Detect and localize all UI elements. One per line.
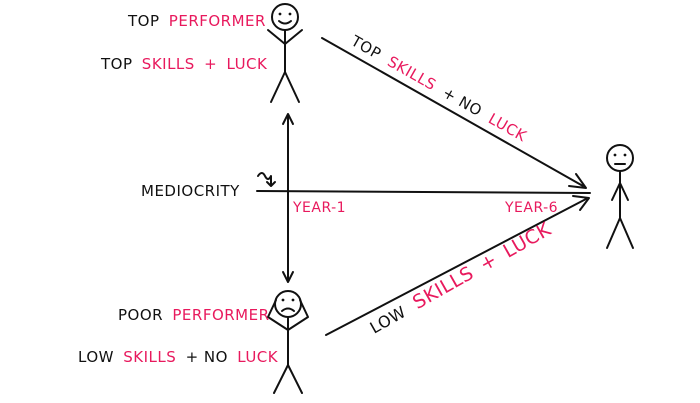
smiling-face-icon [271, 3, 299, 31]
vertical-double-arrow [282, 113, 294, 283]
poor-traits-accent-2: Luck [237, 348, 279, 366]
poor-traits-plain-1: Low [78, 348, 114, 366]
top-performer-figure [267, 3, 303, 103]
upper-label-plain-1: Top [347, 31, 384, 63]
top-traits-accent-1: Skills [142, 55, 195, 73]
lower-label-accent-1: Skills [409, 262, 478, 314]
lower-label-plain-1: Low [367, 302, 410, 337]
squiggle-arrow-icon [257, 172, 276, 187]
poor-traits-plain-2: + No [186, 348, 228, 366]
poor-performer-label: Poor Performer [118, 306, 270, 324]
lower-converging-arrow [325, 195, 590, 336]
poor-performer-traits: Low Skills + No Luck [78, 348, 279, 366]
svg-text:Top Skills +: Top Skills + Luck [100, 55, 268, 73]
poor-performer-label-plain: Poor [118, 306, 163, 324]
poor-performer-label-accent: Performer [172, 306, 269, 324]
upper-arrow-label: Top Skills + No Luck [347, 31, 530, 145]
mediocrity-line [256, 190, 591, 194]
top-performer-label: Top Performer [127, 12, 266, 30]
svg-text:Low Skills +: Low Skills + Luck [366, 218, 555, 338]
poor-performer-figure [267, 290, 309, 394]
svg-text:Poor Performer: Poor Performer [118, 306, 270, 324]
svg-text:Top Performer: Top Performer [127, 12, 266, 30]
mediocrity-label: Mediocrity [141, 182, 240, 200]
top-traits-plain-2: + [204, 55, 217, 73]
frowning-face-icon [274, 290, 302, 318]
upper-label-plain-2: + No [440, 84, 486, 121]
top-performer-traits: Top Skills + Luck [100, 55, 268, 73]
top-traits-accent-2: Luck [226, 55, 268, 73]
svg-text:Low Skills + No: Low Skills + No Luck [78, 348, 279, 366]
svg-text:Top Skills + No: Top Skills + No Luck [347, 31, 530, 145]
lower-label-plain-2: + [476, 249, 501, 276]
poor-traits-accent-1: Skills [123, 348, 176, 366]
lower-label-accent-2: Luck [500, 218, 555, 262]
upper-converging-arrow [321, 37, 587, 189]
year-start-label: Year-1 [292, 200, 346, 216]
top-performer-label-plain: Top [127, 12, 160, 30]
mediocre-figure [606, 144, 634, 249]
upper-label-accent-2: Luck [485, 110, 530, 146]
year-end-label: Year-6 [504, 200, 558, 216]
top-traits-plain-1: Top [100, 55, 133, 73]
top-performer-label-accent: Performer [169, 12, 266, 30]
neutral-face-icon [606, 144, 634, 172]
lower-arrow-label: Low Skills + Luck [366, 218, 555, 338]
